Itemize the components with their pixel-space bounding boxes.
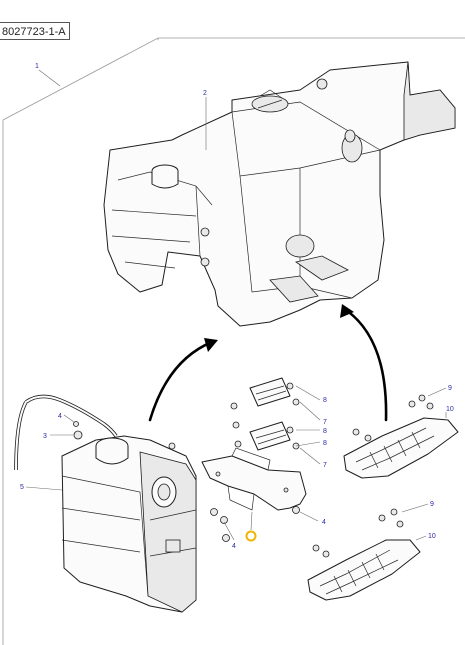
callout-10b: 10: [428, 533, 436, 540]
leader-8a: [295, 385, 321, 401]
leader-4a: [63, 414, 75, 423]
leader-10b: [415, 535, 427, 541]
step-lower: [307, 539, 421, 601]
leader-5: [25, 486, 63, 491]
callout-4c: 4: [232, 543, 236, 550]
auxiliary-reservoir: [14, 394, 197, 613]
arrow-left-head: [204, 338, 218, 352]
callout-8c: 8: [323, 440, 327, 447]
arrow-right-head: [340, 304, 354, 318]
leader-9a: [427, 387, 447, 397]
callout-1: 1: [35, 63, 39, 70]
leader-7b: [299, 447, 321, 465]
callout-4a: 4: [58, 413, 62, 420]
assembly-arrow-right: [344, 308, 388, 422]
leader-1: [38, 69, 61, 87]
callout-9a: 9: [448, 385, 452, 392]
mounting-bracket: [201, 447, 307, 511]
callout-8b: 8: [323, 428, 327, 435]
mounting-plate-lower: [249, 421, 291, 451]
callout-7a: 7: [323, 419, 327, 426]
diagram-reference-code: 8027723-1-A: [0, 22, 70, 40]
callout-4b: 4: [322, 519, 326, 526]
step-upper: [343, 417, 459, 479]
callout-3: 3: [43, 433, 47, 440]
callout-9b: 9: [430, 501, 434, 508]
highlighted-fastener: [245, 530, 257, 542]
main-fuel-tank: [103, 61, 456, 327]
leader-9b: [401, 503, 429, 513]
leader-4c: [223, 521, 235, 541]
leader-8c: [295, 441, 321, 447]
callout-8a: 8: [323, 397, 327, 404]
mounting-plate-upper: [249, 377, 291, 407]
step-fasteners: [312, 394, 434, 558]
callout-2: 2: [203, 90, 207, 97]
assembly-frame: [2, 37, 465, 645]
leader-4b: [299, 511, 319, 522]
callout-10a: 10: [446, 406, 454, 413]
leader-bracket: [250, 511, 253, 531]
fastener-set: [210, 382, 300, 542]
assembly-arrow-left: [148, 340, 214, 422]
callout-5: 5: [20, 484, 24, 491]
leader-7a: [299, 401, 321, 421]
callout-7b: 7: [323, 462, 327, 469]
